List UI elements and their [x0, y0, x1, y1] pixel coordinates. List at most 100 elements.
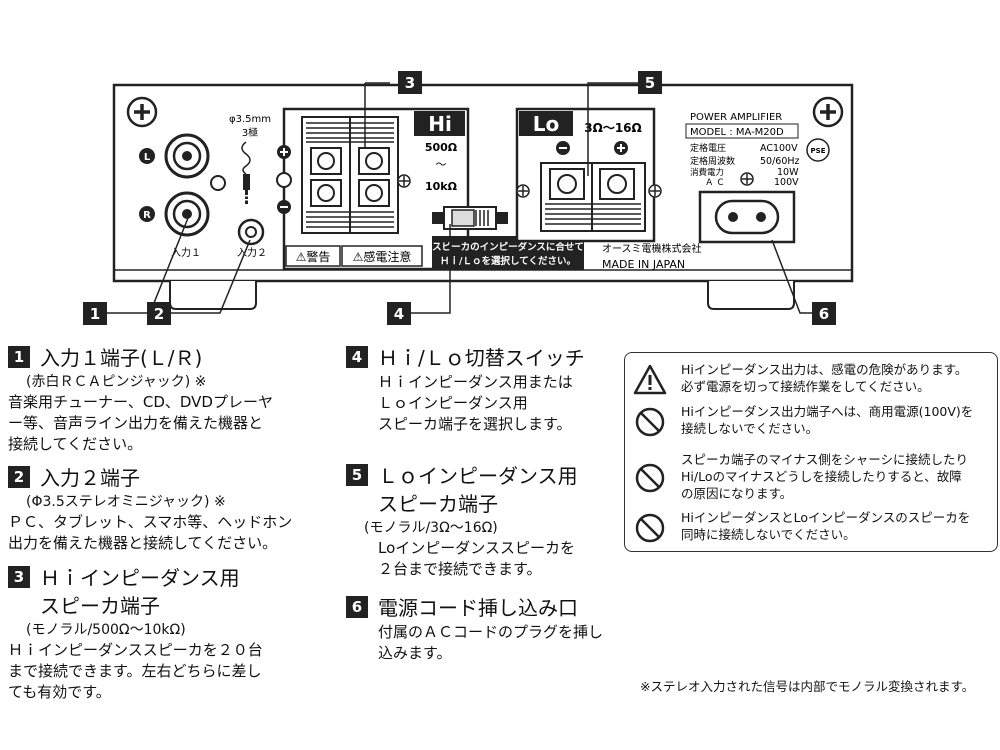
shock-label: ⚠感電注意 [353, 249, 412, 264]
small-screw-icon [210, 175, 226, 191]
lo-terminal-screw-icon [549, 168, 635, 200]
plate-spec-value: 50/60Hz [760, 156, 800, 167]
ground-screw-icon [648, 184, 662, 198]
screw-icon [126, 96, 158, 128]
section-subtitle: (モノラル/3Ω～16Ω) [364, 520, 498, 536]
warning-label: ⚠警告 [296, 249, 331, 264]
plate-model: MODEL : MA-M20D [690, 127, 784, 138]
minus-icon [556, 141, 570, 155]
svg-text:3: 3 [405, 74, 415, 92]
lo-terminal-stripes [545, 203, 641, 225]
svg-text:2: 2 [154, 305, 164, 323]
lo-title: Lo [533, 112, 559, 136]
plate-spec-value: 100V [774, 177, 799, 188]
svg-text:1: 1 [90, 305, 100, 323]
callout-2: 2 [147, 302, 171, 325]
plate-spec-label: 定格周波数 [690, 155, 735, 167]
ac-pin [756, 212, 766, 222]
section-body: Ｈｉインピーダンススピーカを２０台まで接続できます。左右どちらに差しても有効です… [8, 641, 263, 701]
svg-text:R: R [143, 210, 151, 221]
ground-screw-icon [740, 172, 754, 186]
pse-mark-icon: PSE [806, 138, 830, 162]
lo-title-box [519, 111, 573, 136]
switch-note-line1: スピーカのインピーダンスに合せて [432, 241, 584, 253]
warning-box: Hiインピーダンス出力は、感電の危険があります。必ず電源を切って接続作業をしてく… [624, 352, 998, 552]
switch-note-line2: Ｈｉ/Ｌｏを選択してください。 [440, 255, 576, 267]
hi-impedance-tilde: ～ [436, 158, 447, 171]
maker-name: オースミ電機株式会社 [602, 242, 702, 255]
section-body: 付属のＡＣコードのプラグを挿し込みます。 [378, 623, 604, 662]
callout-5: 5 [638, 71, 662, 94]
section-title-line2: スピーカ端子 [40, 594, 160, 618]
lo-impedance: 3Ω～16Ω [584, 121, 641, 135]
callout-6: 6 [812, 302, 836, 325]
prohibit-icon [635, 463, 665, 493]
mini-jack [237, 218, 265, 246]
section-number: 4 [346, 346, 368, 368]
hi-impedance-bottom: 10kΩ [425, 180, 458, 193]
prohibit-icon [635, 513, 665, 543]
plate-spec-value: AC100V [760, 143, 798, 154]
screw-icon [812, 96, 844, 128]
section-number: 1 [8, 346, 30, 368]
callout-3: 3 [398, 71, 422, 94]
svg-text:PSE: PSE [811, 147, 826, 155]
jack-spec-size: φ3.5mm [229, 114, 271, 125]
ground-screw-icon [397, 174, 411, 188]
amplifier-rear-panel-diagram: L R 入力１ φ3.5mm 3極 入力２ Hi 500Ω ～ 10kΩ [83, 71, 854, 325]
shock-label-box [341, 245, 423, 267]
plus-icon [277, 145, 291, 159]
left-foot [169, 281, 257, 310]
switch-connector-right [494, 212, 508, 224]
ground-screw-icon [516, 184, 530, 198]
section-number: 2 [8, 466, 30, 488]
section-number: 6 [346, 596, 368, 618]
hi-title-box [414, 111, 465, 136]
section-title-line2: スピーカ端子 [378, 492, 498, 516]
mini-plug-icon [241, 141, 251, 204]
switch-grip [475, 210, 489, 226]
jack-spec-poles: 3極 [242, 126, 258, 139]
section-number: 3 [8, 566, 30, 588]
section-body: 音楽用チューナー、CD、DVDプレーヤー等、音声ライン出力を備えた機器と接続して… [8, 393, 273, 453]
minus-icon [277, 200, 291, 214]
hi-terminal-screw-icon [310, 147, 390, 207]
switch-connector-left [432, 212, 446, 224]
svg-text:L: L [144, 152, 151, 163]
section-subtitle: (赤白ＲＣＡピンジャック) ※ [26, 374, 207, 390]
warning-label-box [285, 245, 341, 267]
channel-r-badge: R [139, 206, 155, 222]
hi-title: Hi [428, 112, 452, 136]
callout-1: 1 [83, 302, 107, 325]
made-in: MADE IN JAPAN [602, 258, 685, 271]
plus-icon [614, 141, 628, 155]
plate-model-box [685, 123, 799, 139]
hi-impedance-top: 500Ω [425, 141, 458, 154]
footnote: ※ステレオ入力された信号は内部でモノラル変換されます。 [640, 679, 975, 694]
input1-label: 入力１ [171, 246, 201, 259]
section-number: 5 [346, 464, 368, 486]
ac-pin [728, 212, 738, 222]
ac-inlet-socket [714, 199, 780, 235]
switch-knob [451, 209, 475, 227]
input2-label: 入力２ [237, 246, 267, 259]
section-subtitle: (Φ3.5ステレオミニジャック) ※ [26, 494, 226, 510]
prohibit-icon [635, 407, 665, 437]
plate-spec-label: Ａ Ｃ [705, 178, 725, 188]
small-screw-icon [276, 172, 292, 188]
section-body: ＰＣ、タブレット、スマホ等、ヘッドホン出力を備えた機器と接続してください。 [8, 513, 293, 552]
section-subtitle: (モノラル/500Ω～10kΩ) [26, 622, 186, 638]
caution-icon [633, 364, 667, 395]
